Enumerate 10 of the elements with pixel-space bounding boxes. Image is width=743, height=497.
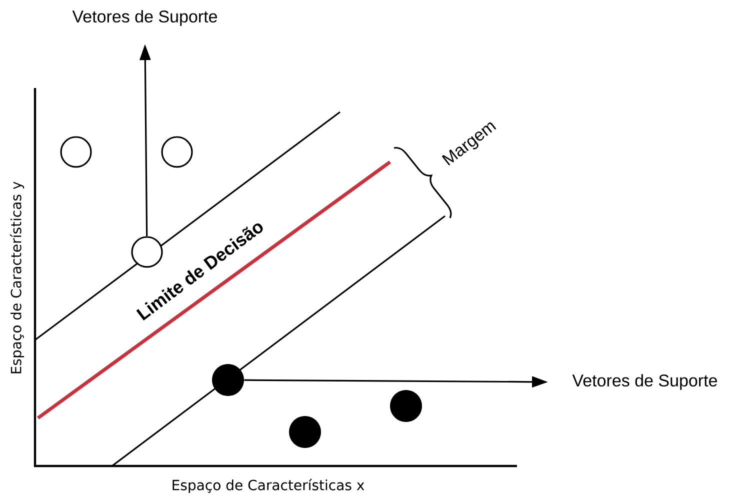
filled-data-point (390, 390, 422, 422)
y-axis-label: Espaço de Características y (10, 182, 24, 374)
x-axis-label: Espaço de Características x (172, 478, 364, 494)
open-data-point (131, 236, 163, 268)
support-vector-label: Vetores de Suporte (72, 10, 217, 26)
filled-data-point (289, 416, 321, 448)
support-vector-label: Vetores de Suporte (572, 374, 717, 390)
filled-data-point (212, 364, 244, 396)
open-data-point (60, 136, 92, 168)
open-data-point (161, 136, 193, 168)
